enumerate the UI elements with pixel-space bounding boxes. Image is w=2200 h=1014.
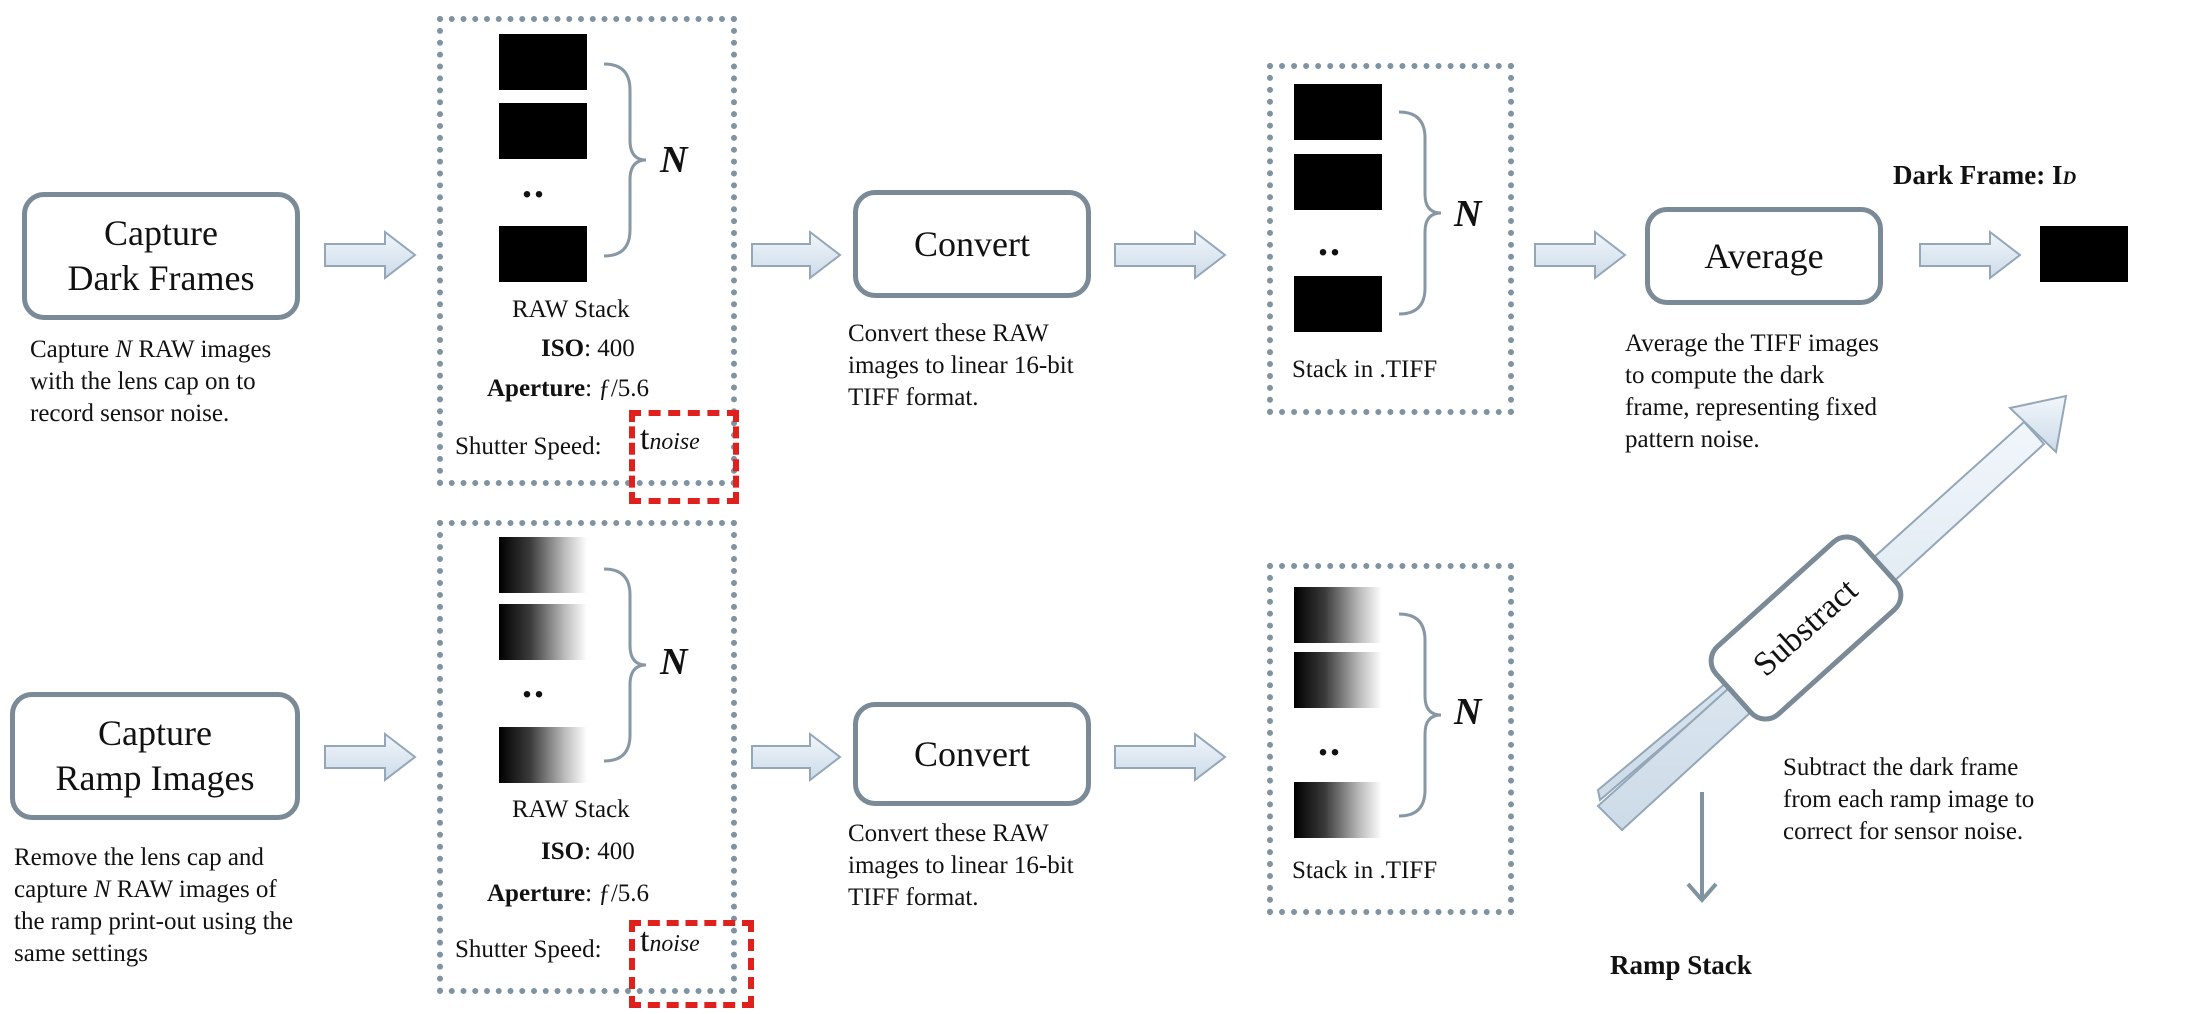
- tiff-dark-thumb-2: [1294, 154, 1382, 210]
- t-noise-highlight: [629, 410, 739, 504]
- tiff-ramp-thumb-2: [1294, 652, 1382, 708]
- ramp-aperture-setting: Aperture: ƒ/5.6: [487, 880, 650, 907]
- tiff-ramp-thumb-n: [1294, 782, 1382, 838]
- arrow-convert-to-tiff-row1: [1114, 229, 1227, 281]
- t-noise-value: tnoise: [640, 420, 700, 457]
- capture-ramp-images-desc: Remove the lens cap and capture N RAW im…: [14, 844, 294, 967]
- arrow-stack-to-convert-row2: [751, 731, 842, 783]
- dark-frame-label: Dark Frame: ID: [1893, 160, 2077, 190]
- raw-stack-label: RAW Stack: [512, 296, 630, 323]
- dark-frame-result-thumb: [2040, 226, 2128, 282]
- tiff-stack-dark-box: [1267, 63, 1514, 415]
- dark-frame-thumb-n: [499, 226, 587, 282]
- tiff-stack-label: Stack in .TIFF: [1292, 356, 1438, 383]
- dark-frame-thumb-2: [499, 103, 587, 159]
- tiff-stack-ellipsis: ..: [1318, 219, 1342, 264]
- raw-stack-ramp-box: [437, 520, 737, 994]
- aperture-setting: Aperture: ƒ/5.6: [487, 375, 650, 402]
- ramp-thumb-1: [499, 537, 587, 593]
- tiff-ramp-count-n: N: [1454, 691, 1482, 733]
- arrow-tiff-to-average: [1534, 229, 1627, 281]
- average-desc: Average the TIFF images to compute the d…: [1625, 330, 1879, 453]
- ramp-thumb-2: [499, 604, 587, 660]
- ramp-stack-count-n: N: [660, 641, 688, 683]
- ramp-raw-stack-label: RAW Stack: [512, 796, 630, 823]
- subtract-arrow-head: [2007, 394, 2068, 455]
- convert-box-row2: Convert: [853, 702, 1091, 806]
- tiff-ramp-ellipsis: ..: [1318, 719, 1342, 764]
- ramp-shutter-speed-setting: Shutter Speed:: [455, 936, 602, 963]
- convert-desc-row2: Convert these RAW images to linear 16-bi…: [848, 820, 1074, 911]
- stack-brace-icon: [603, 62, 647, 258]
- tiff-ramp-thumb-1: [1294, 587, 1382, 643]
- convert-desc-row1: Convert these RAW images to linear 16-bi…: [848, 320, 1074, 411]
- subtract-desc: Subtract the dark frame from each ramp i…: [1783, 754, 2035, 845]
- ramp-t-noise-value: tnoise: [640, 922, 700, 959]
- average-box: Average: [1645, 207, 1883, 305]
- tiff-ramp-brace-icon: [1398, 612, 1442, 818]
- tiff-stack-count-n: N: [1454, 193, 1482, 235]
- arrow-capture-to-stack-row1: [324, 229, 417, 281]
- ramp-stack-output-label: Ramp Stack: [1610, 950, 1752, 980]
- capture-dark-frames-desc: Capture N RAW images with the lens cap o…: [30, 336, 272, 427]
- arrow-average-to-darkframe: [1919, 229, 2022, 281]
- convert-box-row1: Convert: [853, 190, 1091, 298]
- tiff-stack-ramp-box: [1267, 563, 1514, 915]
- tiff-ramp-label: Stack in .TIFF: [1292, 857, 1438, 884]
- stack-ellipsis: ..: [522, 161, 546, 206]
- down-arrow-head: [1686, 882, 1718, 904]
- tiff-dark-thumb-1: [1294, 84, 1382, 140]
- raw-stack-dark-box: [437, 16, 737, 486]
- ramp-thumb-n: [499, 727, 587, 783]
- tiff-dark-thumb-n: [1294, 276, 1382, 332]
- shutter-speed-setting: Shutter Speed:: [455, 433, 602, 460]
- stack-count-n: N: [660, 139, 688, 181]
- ramp-stack-brace-icon: [603, 567, 647, 763]
- arrow-stack-to-convert-row1: [751, 229, 842, 281]
- tiff-stack-brace-icon: [1398, 110, 1442, 316]
- ramp-iso-setting: ISO: 400: [541, 838, 635, 865]
- arrow-convert-to-tiff-row2: [1114, 731, 1227, 783]
- ramp-t-noise-highlight: [629, 920, 754, 1008]
- arrow-capture-to-stack-row2: [324, 731, 417, 783]
- iso-setting: ISO: 400: [541, 335, 635, 362]
- ramp-stack-ellipsis: ..: [522, 661, 546, 706]
- dark-frame-thumb-1: [499, 34, 587, 90]
